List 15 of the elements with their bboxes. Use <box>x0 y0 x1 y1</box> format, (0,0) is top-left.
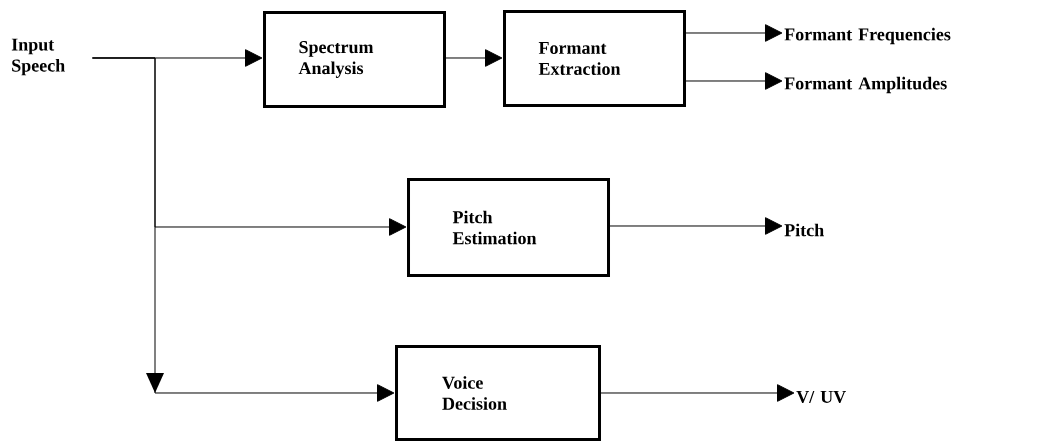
process-box: Spectrum Analysis <box>263 11 446 108</box>
process-box: Pitch Estimation <box>407 178 610 277</box>
arrow <box>685 24 783 42</box>
arrow <box>685 72 783 90</box>
process-box: Formant Extraction <box>503 10 686 107</box>
arrow <box>91 57 395 402</box>
signal-label: Formant Amplitudes <box>784 76 947 94</box>
arrow <box>609 217 783 235</box>
signal-label: Formant Frequencies <box>784 27 951 45</box>
arrow <box>600 384 795 402</box>
process-box: Voice Decision <box>395 345 601 441</box>
arrow <box>445 49 503 67</box>
signal-label: Pitch <box>784 223 824 237</box>
signal-label: Input Speech <box>11 38 65 76</box>
signal-label: V/ UV <box>796 390 846 404</box>
